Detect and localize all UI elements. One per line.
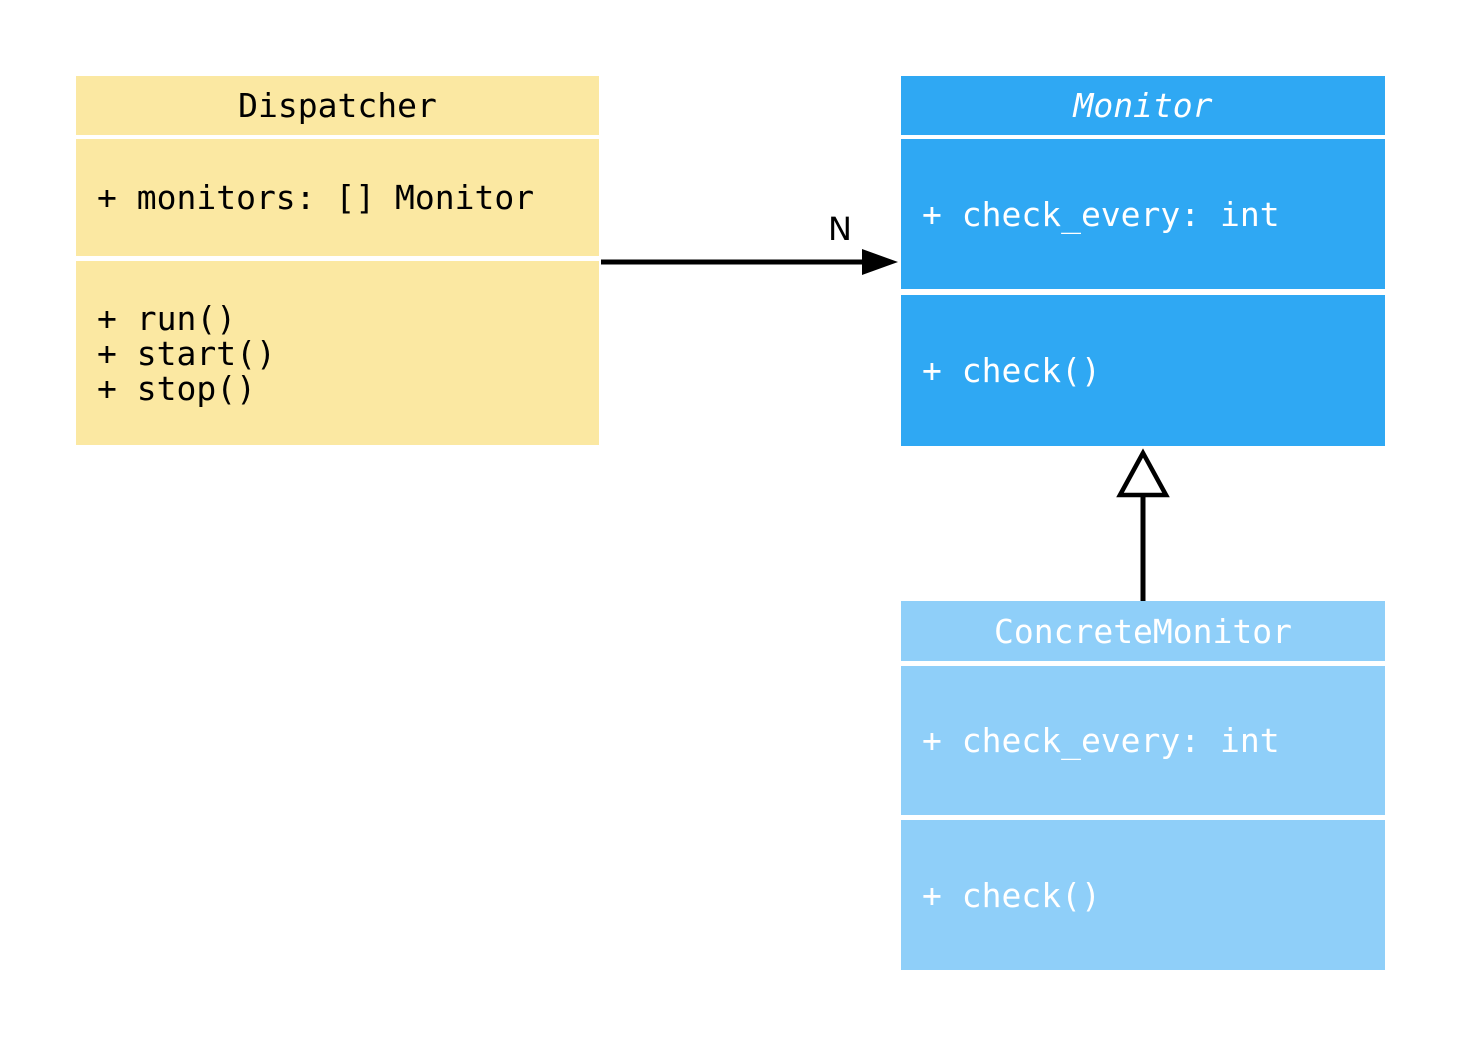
method-item: + check()	[922, 875, 1101, 915]
class-title-bar: Dispatcher	[76, 76, 599, 135]
method-item: + stop()	[97, 368, 256, 408]
inheritance-triangle-icon	[1116, 448, 1170, 498]
association-edge-dispatcher-monitor	[601, 249, 898, 275]
class-title-bar: Monitor	[901, 76, 1385, 135]
class-monitor: Monitor + check_every: int + check()	[901, 76, 1385, 446]
method-item: + start()	[97, 333, 276, 373]
association-arrowhead-icon	[862, 249, 898, 275]
method-item: + run()	[97, 298, 237, 338]
inheritance-edge-concretemonitor-monitor	[1116, 448, 1170, 601]
class-methods-section: + run() + start() + stop()	[76, 261, 599, 445]
method-item: + check()	[922, 351, 1101, 390]
class-title-bar: ConcreteMonitor	[901, 601, 1385, 661]
association-multiplicity-label: N	[828, 210, 852, 248]
class-concrete-monitor: ConcreteMonitor + check_every: int + che…	[901, 601, 1385, 970]
class-attributes-section: + check_every: int	[901, 666, 1385, 815]
class-methods-section: + check()	[901, 295, 1385, 446]
class-attributes-section: + check_every: int	[901, 139, 1385, 289]
attribute-item: + check_every: int	[922, 721, 1280, 760]
class-methods-section: + check()	[901, 820, 1385, 970]
class-attributes-section: + monitors: [] Monitor	[76, 139, 599, 256]
class-dispatcher: Dispatcher + monitors: [] Monitor + run(…	[76, 76, 599, 445]
attribute-item: + check_every: int	[922, 194, 1280, 234]
attribute-item: + monitors: [] Monitor	[97, 178, 535, 217]
